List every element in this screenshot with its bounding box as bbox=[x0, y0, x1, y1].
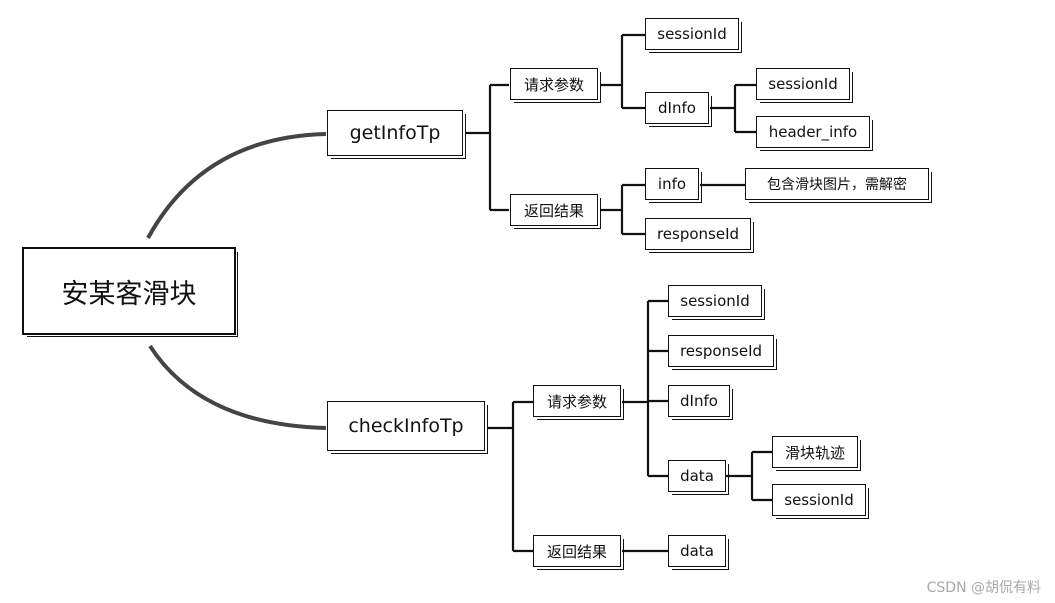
check-request-sessionid-node: sessionId bbox=[668, 285, 765, 320]
check-response-node: 返回结果 bbox=[533, 535, 624, 570]
watermark-text: CSDN @胡侃有料 bbox=[926, 580, 1041, 596]
get-request-sessionid-node: sessionId bbox=[645, 18, 742, 53]
get-dinfo-branch bbox=[710, 83, 756, 134]
get-info-node: info bbox=[645, 168, 702, 203]
check-data-track-node: 滑块轨迹 bbox=[772, 436, 861, 471]
get-request-branch bbox=[600, 33, 645, 110]
get-dinfo-header-info-node: header_info bbox=[756, 116, 873, 151]
check-data-sessionid-node: sessionId bbox=[772, 484, 869, 519]
get-response-branch bbox=[600, 183, 645, 236]
get-dinfo-node: dInfo bbox=[645, 92, 712, 127]
root-to-checkinfotp-curve bbox=[148, 344, 327, 430]
root-node: 安某客滑块 bbox=[22, 247, 238, 337]
get-responseid-node: responseId bbox=[645, 218, 754, 253]
check-data-branch bbox=[726, 450, 772, 502]
get-request-node: 请求参数 bbox=[510, 68, 601, 103]
getinfotp-node: getInfoTp bbox=[327, 110, 466, 159]
getinfotp-branch bbox=[466, 83, 509, 212]
checkinfotp-branch bbox=[488, 400, 533, 553]
root-to-getinfotp-curve bbox=[146, 132, 327, 239]
info-note-node: 包含滑块图片，需解密 bbox=[745, 168, 932, 203]
checkinfotp-node: checkInfoTp bbox=[327, 401, 488, 454]
check-request-dinfo-node: dInfo bbox=[668, 385, 733, 420]
check-response-data-node: data bbox=[668, 535, 729, 570]
check-request-node: 请求参数 bbox=[533, 385, 624, 420]
check-request-responseid-node: responseId bbox=[668, 335, 777, 370]
check-request-branch bbox=[622, 299, 668, 478]
check-data-node: data bbox=[668, 460, 729, 495]
get-response-node: 返回结果 bbox=[510, 194, 601, 229]
get-dinfo-sessionid-node: sessionId bbox=[756, 68, 853, 103]
